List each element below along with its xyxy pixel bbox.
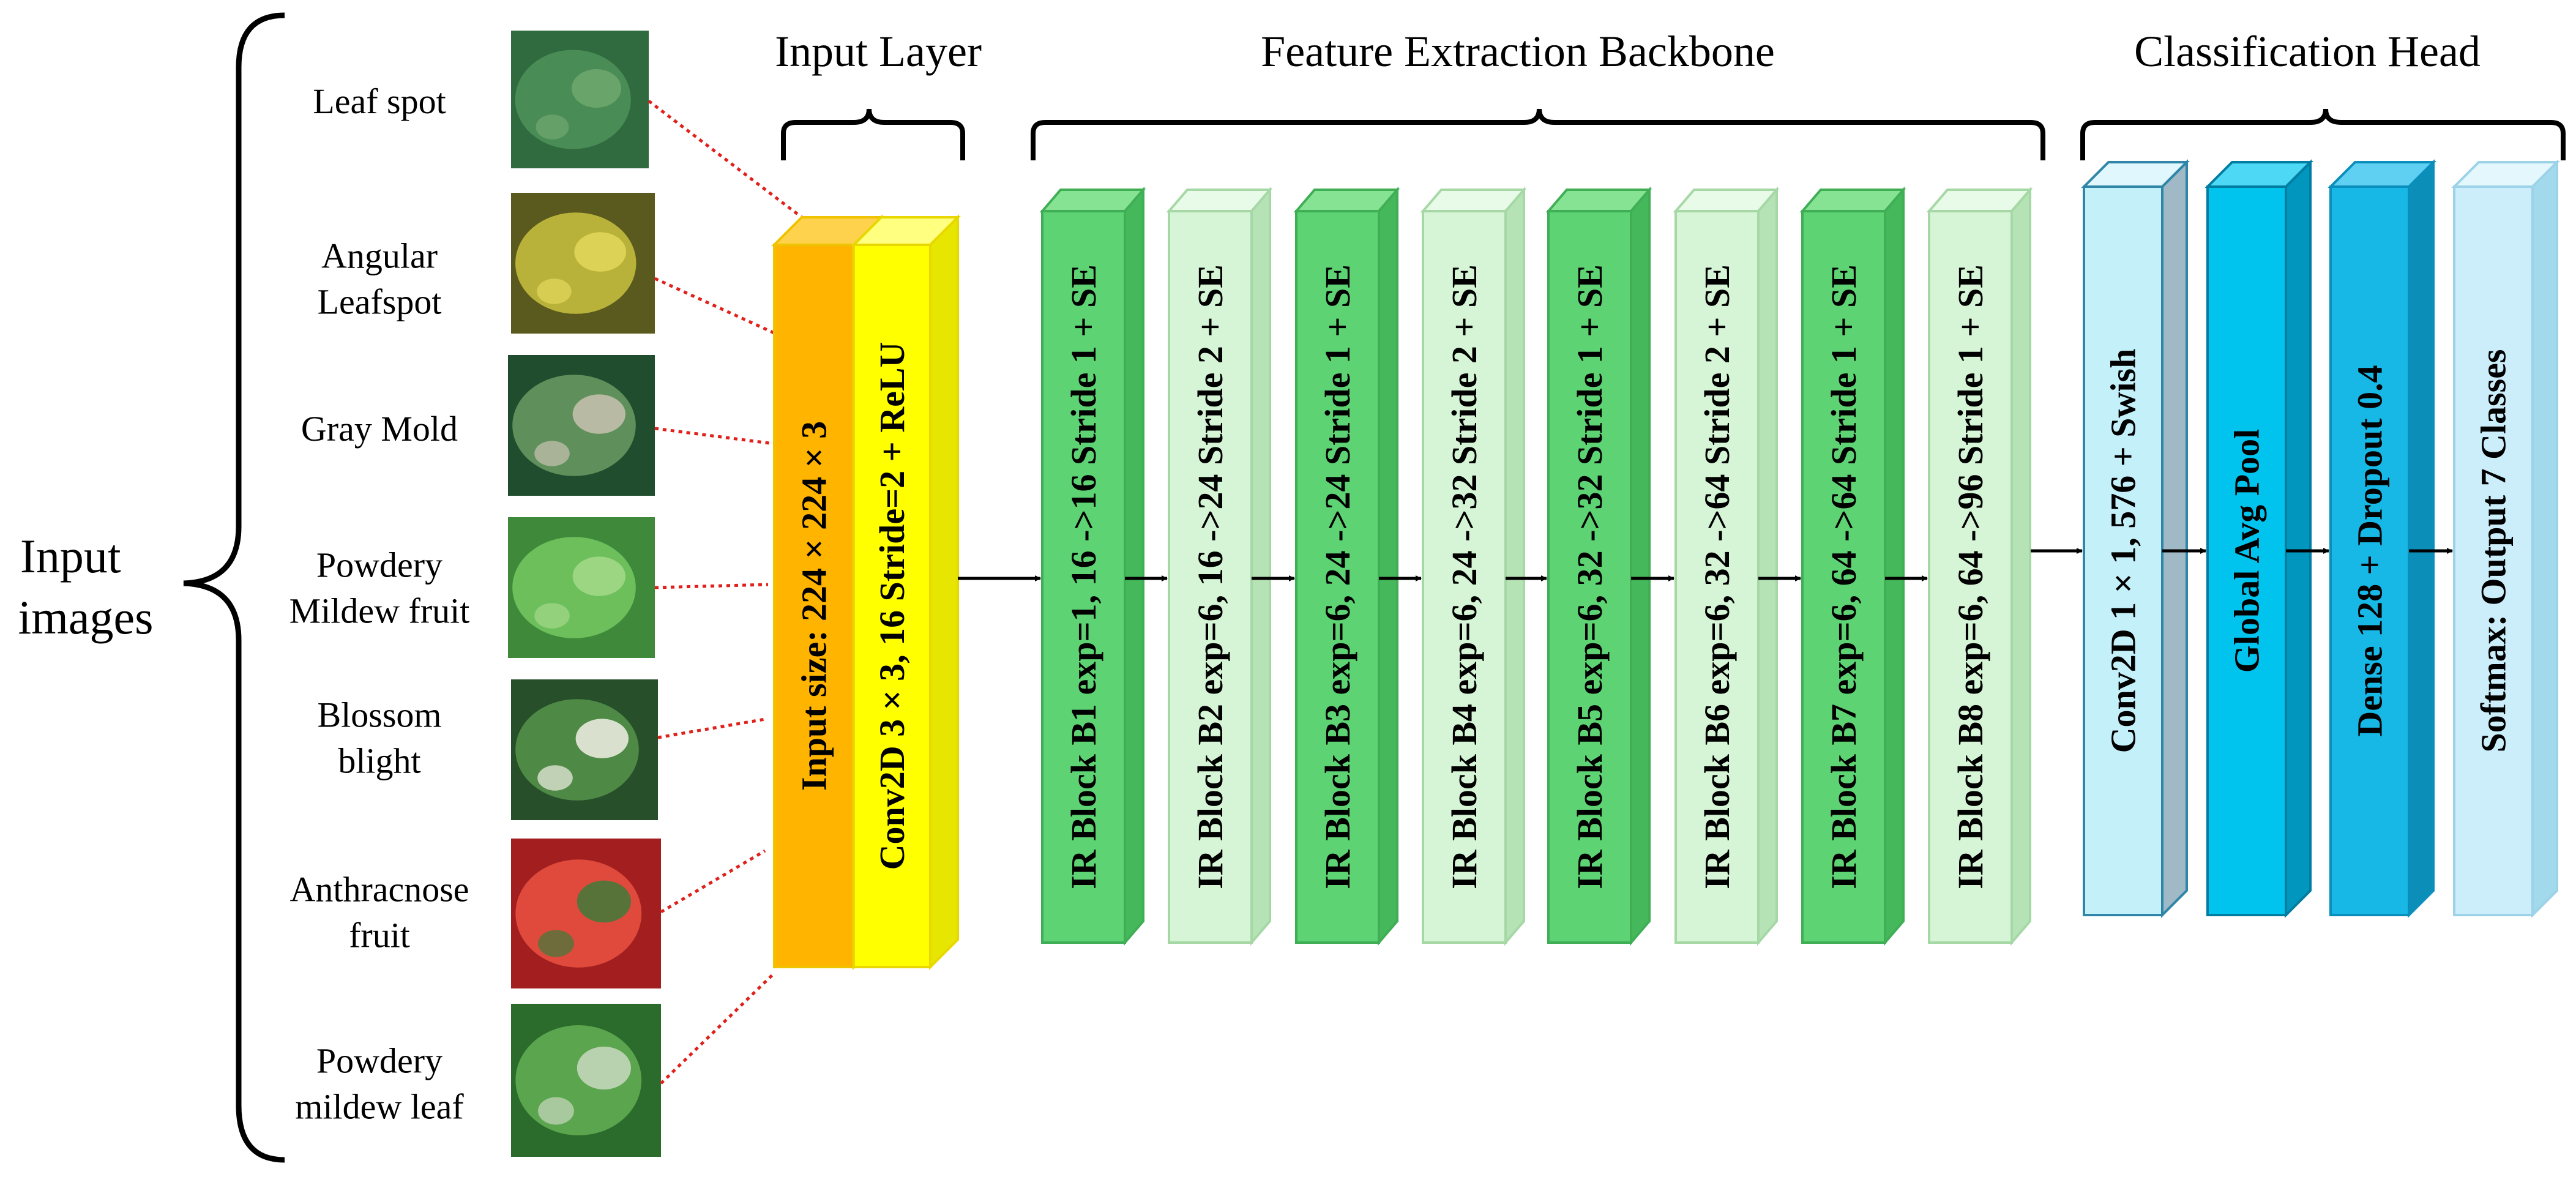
block-label: IR Block B3 exp=6, 24 ->24 Stride 1 + SE [1318, 264, 1357, 889]
input-layer-brace [781, 108, 965, 160]
backbone-block: IR Block B4 exp=6, 24 ->32 Stride 2 + SE [1420, 186, 1527, 946]
backbone-block: IR Block B5 exp=6, 32 ->32 Stride 1 + SE [1545, 186, 1652, 946]
input-images-brace [183, 12, 285, 1163]
backbone-brace [1031, 108, 2045, 160]
input-block: Conv2D 3 × 3, 16 Stride=2 + ReLU [851, 214, 961, 970]
input-images-label-line1: Input [20, 529, 121, 583]
blocks-group: Input size: 224 × 224 × 3 Conv2D 3 × 3, 1… [771, 159, 2560, 970]
leaf-spot-photo [511, 31, 649, 168]
disease-label-line: Gray Mold [301, 409, 458, 449]
disease-label: Anthracnose fruit [289, 870, 469, 955]
disease-label-line: Angular [321, 236, 438, 276]
anthracnose-fruit-photo [511, 839, 661, 988]
block-label: IR Block B7 exp=6, 64 ->64 Stride 1 + SE [1824, 264, 1864, 889]
disease-label: Blossom blight [317, 695, 441, 781]
backbone-block: IR Block B8 exp=6, 64 ->96 Stride 1 + SE [1926, 186, 2033, 946]
disease-label-line: Mildew fruit [289, 591, 470, 631]
disease-label-line: Powdery [316, 1041, 442, 1081]
disease-label-line: Leaf spot [313, 81, 446, 121]
angular-leafspot-photo [511, 193, 655, 334]
backbone-block: IR Block B6 exp=6, 32 ->64 Stride 2 + SE [1673, 186, 1780, 946]
disease-label-line: Leafspot [318, 282, 442, 322]
dotted-connector [648, 100, 803, 219]
head-block: Softmax: Output 7 Classes [2451, 159, 2560, 918]
disease-item: Gray Mold [301, 355, 775, 496]
block-label: Softmax: Output 7 Classes [2474, 349, 2514, 753]
dotted-connector [654, 277, 797, 345]
block-label: IR Block B2 exp=6, 16 ->24 Stride 2 + SE [1190, 264, 1230, 889]
disease-label-line: mildew leaf [295, 1087, 464, 1127]
block-label: IR Block B4 exp=6, 24 ->32 Stride 2 + SE [1444, 264, 1484, 889]
block-label: Dense 128 + Dropout 0.4 [2350, 365, 2390, 736]
disease-label-line: Blossom [317, 695, 441, 735]
arrows-group [958, 548, 2453, 581]
blossom-blight-photo [511, 679, 658, 820]
backbone-block: IR Block B3 exp=6, 24 ->24 Stride 1 + SE [1293, 186, 1400, 946]
gray-mold-photo [508, 355, 655, 496]
block-label: IR Block B8 exp=6, 64 ->96 Stride 1 + SE [1951, 264, 1990, 889]
backbone-block: IR Block B7 exp=6, 64 ->64 Stride 1 + SE [1799, 186, 1906, 946]
dotted-connector [657, 717, 766, 739]
head-brace [2080, 108, 2566, 160]
disease-label: Leaf spot [313, 81, 446, 121]
block-label: Global Avg Pool [2227, 429, 2267, 673]
head-block: Dense 128 + Dropout 0.4 [2328, 159, 2436, 918]
disease-item: Anthracnose fruit [289, 839, 766, 988]
backbone-title: Feature Extraction Backbone [1261, 27, 1775, 76]
disease-item: Powdery mildew leaf [295, 972, 775, 1157]
block-label: Conv2D 3 × 3, 16 Stride=2 + ReLU [872, 342, 912, 870]
backbone-block: IR Block B2 exp=6, 16 ->24 Stride 2 + SE [1166, 186, 1273, 946]
disease-label: Gray Mold [301, 409, 458, 449]
disease-item: Blossom blight [317, 679, 766, 820]
input-images-label-line2: images [18, 591, 154, 644]
input-layer-title: Input Layer [775, 27, 982, 76]
disease-label-line: Powdery [316, 545, 442, 585]
disease-label-line: Anthracnose [289, 870, 469, 910]
disease-label-line: blight [338, 741, 420, 781]
block-label: Conv2D 1 × 1, 576 + Swish [2104, 349, 2143, 753]
powdery-mildew-fruit-photo [508, 517, 655, 658]
head-block: Conv2D 1 × 1, 576 + Swish [2081, 159, 2190, 918]
backbone-block: IR Block B1 exp=1, 16 ->16 Stride 1 + SE [1039, 186, 1146, 946]
disease-item: Leaf spot [313, 31, 803, 219]
block-label: IR Block B1 exp=1, 16 ->16 Stride 1 + SE [1064, 264, 1103, 889]
head-title: Classification Head [2134, 27, 2481, 76]
dotted-connector [660, 849, 766, 914]
input-images-label: Input images [18, 529, 154, 644]
disease-label: Powdery mildew leaf [295, 1041, 464, 1127]
dotted-connector [654, 583, 769, 589]
block-label: IR Block B6 exp=6, 32 ->64 Stride 2 + SE [1697, 264, 1737, 889]
block-label: IR Block B5 exp=6, 32 ->32 Stride 1 + SE [1570, 264, 1610, 889]
powdery-mildew-leaf-photo [511, 1004, 661, 1157]
disease-label-line: fruit [349, 916, 410, 955]
head-block: Global Avg Pool [2205, 159, 2313, 918]
dotted-connector [660, 972, 775, 1085]
dotted-connector [654, 427, 775, 446]
block-label: Input size: 224 × 224 × 3 [794, 421, 834, 791]
